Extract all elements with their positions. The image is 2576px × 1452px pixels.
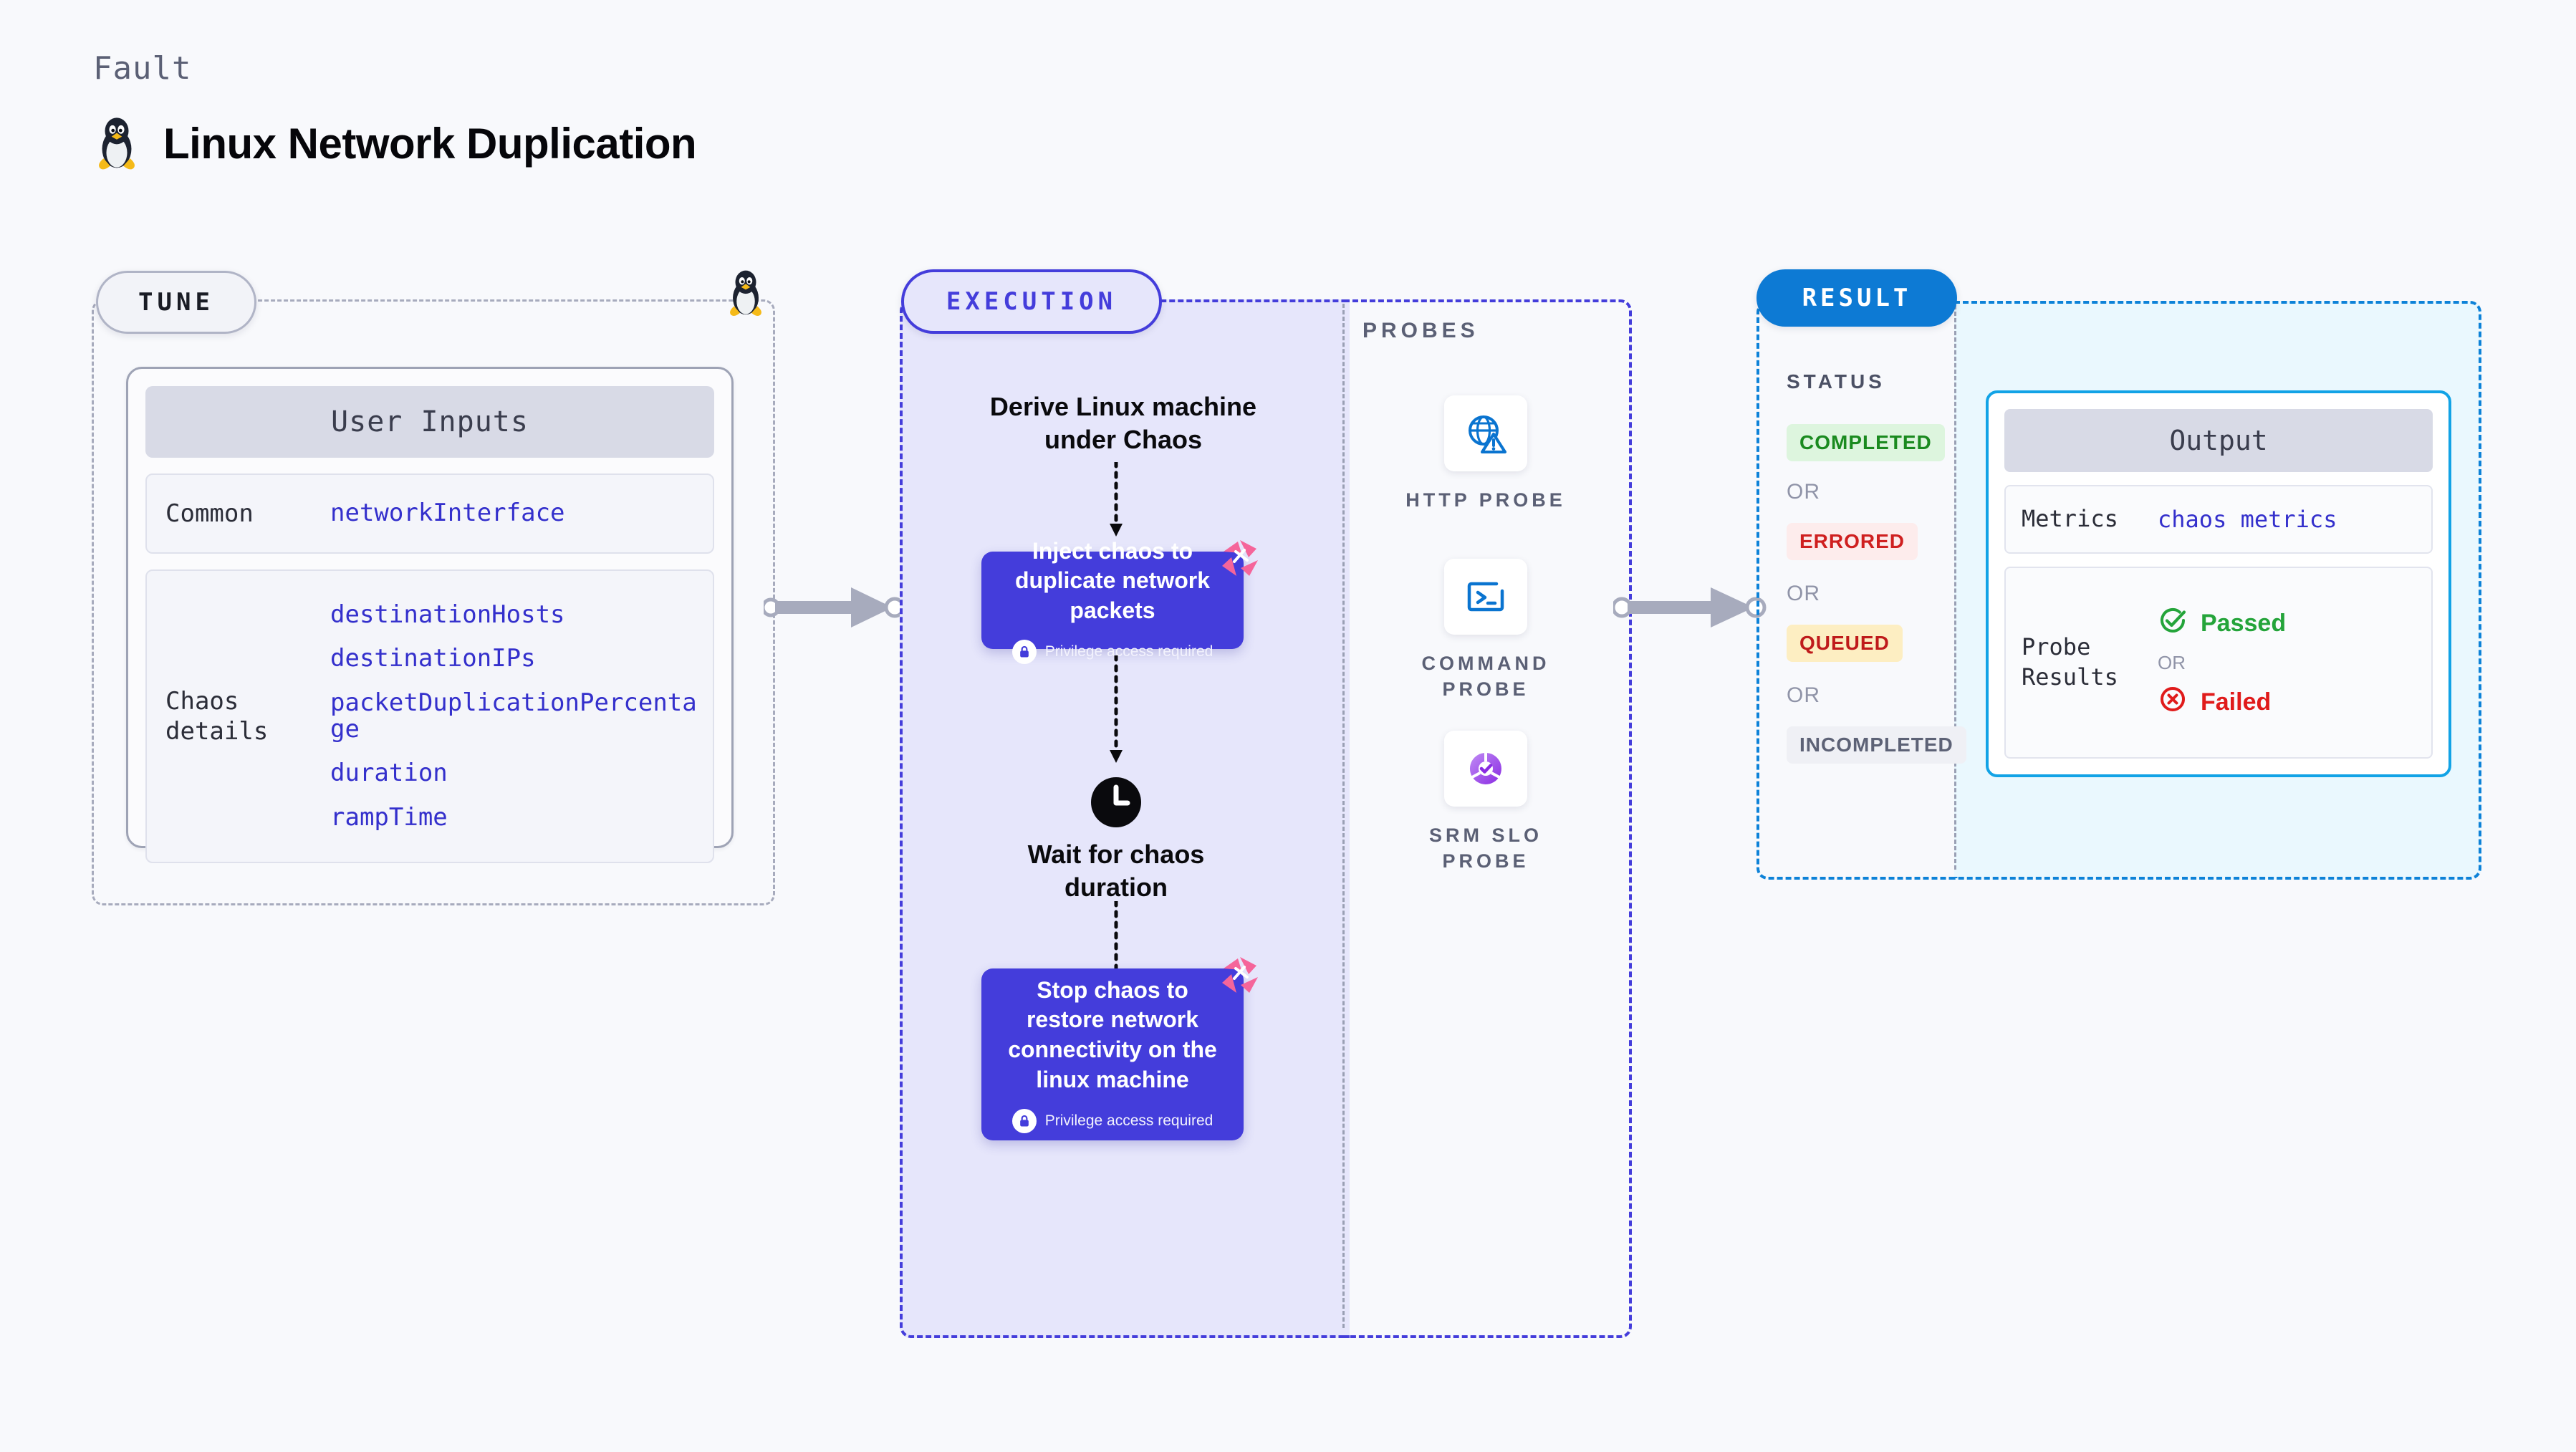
probes-stage-container: [1344, 299, 1632, 1338]
output-metrics-label: Metrics: [2022, 505, 2118, 533]
tune-stage-badge[interactable]: TUNE: [96, 271, 256, 334]
x-circle-icon: [2158, 684, 2188, 721]
tune-param[interactable]: destinationIPs: [330, 644, 536, 673]
output-probe-results-label: Probe Results: [2022, 633, 2118, 691]
probe-result-options: Passed OR Failed: [2158, 605, 2286, 721]
probe-srm-slo[interactable]: SRM SLO PROBE: [1400, 731, 1572, 875]
probe-result-or: OR: [2158, 651, 2186, 673]
user-inputs-card: User Inputs Common networkInterface Chao…: [126, 367, 734, 863]
tune-corner-penguin-icon: [725, 268, 766, 318]
user-inputs-title: User Inputs: [145, 386, 714, 458]
linux-penguin-icon: [93, 115, 140, 172]
chaos-pinwheel-icon: [1218, 536, 1262, 584]
terminal-icon: [1444, 559, 1527, 635]
flow-arrow-1: [1103, 460, 1129, 544]
output-card: Output Metrics chaos metrics Probe Resul…: [1986, 390, 2451, 777]
probes-label: PROBES: [1363, 319, 1479, 342]
tune-param[interactable]: packetDuplicationPercentage: [330, 688, 697, 744]
privilege-note-text: Privilege access required: [1044, 643, 1213, 660]
probe-label: SRM SLO PROBE: [1428, 824, 1542, 872]
privilege-note-text: Privilege access required: [1044, 1112, 1213, 1130]
page-kicker: Fault: [93, 50, 192, 87]
status-or-3: OR: [1787, 683, 1820, 707]
tune-param[interactable]: destinationHosts: [330, 600, 565, 629]
tune-section-label: Common: [165, 499, 254, 528]
execution-step-derive-label: Derive Linux machine under Chaos: [989, 392, 1257, 455]
tune-section-values: destinationHosts destinationIPs packetDu…: [330, 600, 713, 832]
output-title: Output: [2004, 409, 2433, 472]
execution-node-title: Stop chaos to restore network connectivi…: [1008, 976, 1217, 1092]
probe-label: HTTP PROBE: [1405, 489, 1566, 511]
privilege-note: Privilege access required: [1011, 640, 1213, 665]
execution-node-inject-chaos[interactable]: Inject chaos to duplicate network packet…: [981, 538, 1258, 665]
output-section-probe-results: Probe Results Passed OR: [2004, 567, 2433, 759]
tune-param[interactable]: rampTime: [330, 802, 448, 832]
execution-node-title: Inject chaos to duplicate network packet…: [1014, 537, 1211, 623]
status-badge-errored: ERRORED: [1787, 523, 1918, 560]
result-output-divider: [1954, 305, 1956, 870]
execution-stage-badge[interactable]: EXECUTION: [901, 269, 1162, 334]
privilege-note: Privilege access required: [1011, 1109, 1213, 1134]
flow-arrow-2: [1103, 653, 1129, 774]
execution-step-wait-label: Wait for chaos duration: [1027, 840, 1205, 903]
connector-tune-to-execution: [761, 579, 907, 640]
tune-section-label: Chaos details: [165, 686, 269, 746]
check-circle-icon: [2158, 605, 2188, 642]
tune-param[interactable]: duration: [330, 759, 448, 788]
connector-execution-to-result: [1611, 579, 1767, 640]
page-title: Linux Network Duplication: [163, 119, 697, 168]
probe-command[interactable]: COMMAND PROBE: [1400, 559, 1572, 703]
status-badge-incompleted: INCOMPLETED: [1787, 726, 1966, 764]
execution-stage-container: [900, 299, 1350, 1338]
lock-icon: [1011, 640, 1037, 665]
lock-icon: [1011, 1109, 1037, 1134]
status-badge-completed: COMPLETED: [1787, 424, 1945, 461]
probe-result-failed: Failed: [2158, 684, 2286, 721]
status-or-2: OR: [1787, 582, 1820, 605]
probe-label: COMMAND PROBE: [1421, 653, 1550, 701]
status-or-1: OR: [1787, 480, 1820, 504]
status-badge-queued: QUEUED: [1787, 625, 1903, 662]
output-section-metrics: Metrics chaos metrics: [2004, 485, 2433, 554]
probe-http[interactable]: HTTP PROBE: [1400, 395, 1572, 513]
tune-section-values: networkInterface: [330, 499, 713, 528]
tune-section-common: Common networkInterface: [145, 473, 714, 554]
page-title-row: Linux Network Duplication: [93, 115, 697, 172]
tune-param[interactable]: networkInterface: [330, 499, 565, 528]
globe-warning-icon: [1444, 395, 1527, 471]
chaos-pinwheel-icon: [1218, 953, 1262, 1001]
status-label: STATUS: [1787, 370, 1885, 393]
probe-result-failed-label: Failed: [2201, 688, 2272, 716]
probe-result-passed: Passed: [2158, 605, 2286, 642]
output-metrics-value[interactable]: chaos metrics: [2158, 506, 2337, 533]
result-stage-badge[interactable]: RESULT: [1756, 269, 1957, 327]
execution-probes-divider: [1342, 304, 1345, 1328]
probe-result-passed-label: Passed: [2201, 609, 2287, 637]
tune-section-chaos-details: Chaos details destinationHosts destinati…: [145, 569, 714, 863]
execution-node-stop-chaos[interactable]: Stop chaos to restore network connectivi…: [981, 957, 1258, 1140]
slo-donut-check-icon: [1444, 731, 1527, 807]
clock-icon: [1089, 775, 1143, 833]
